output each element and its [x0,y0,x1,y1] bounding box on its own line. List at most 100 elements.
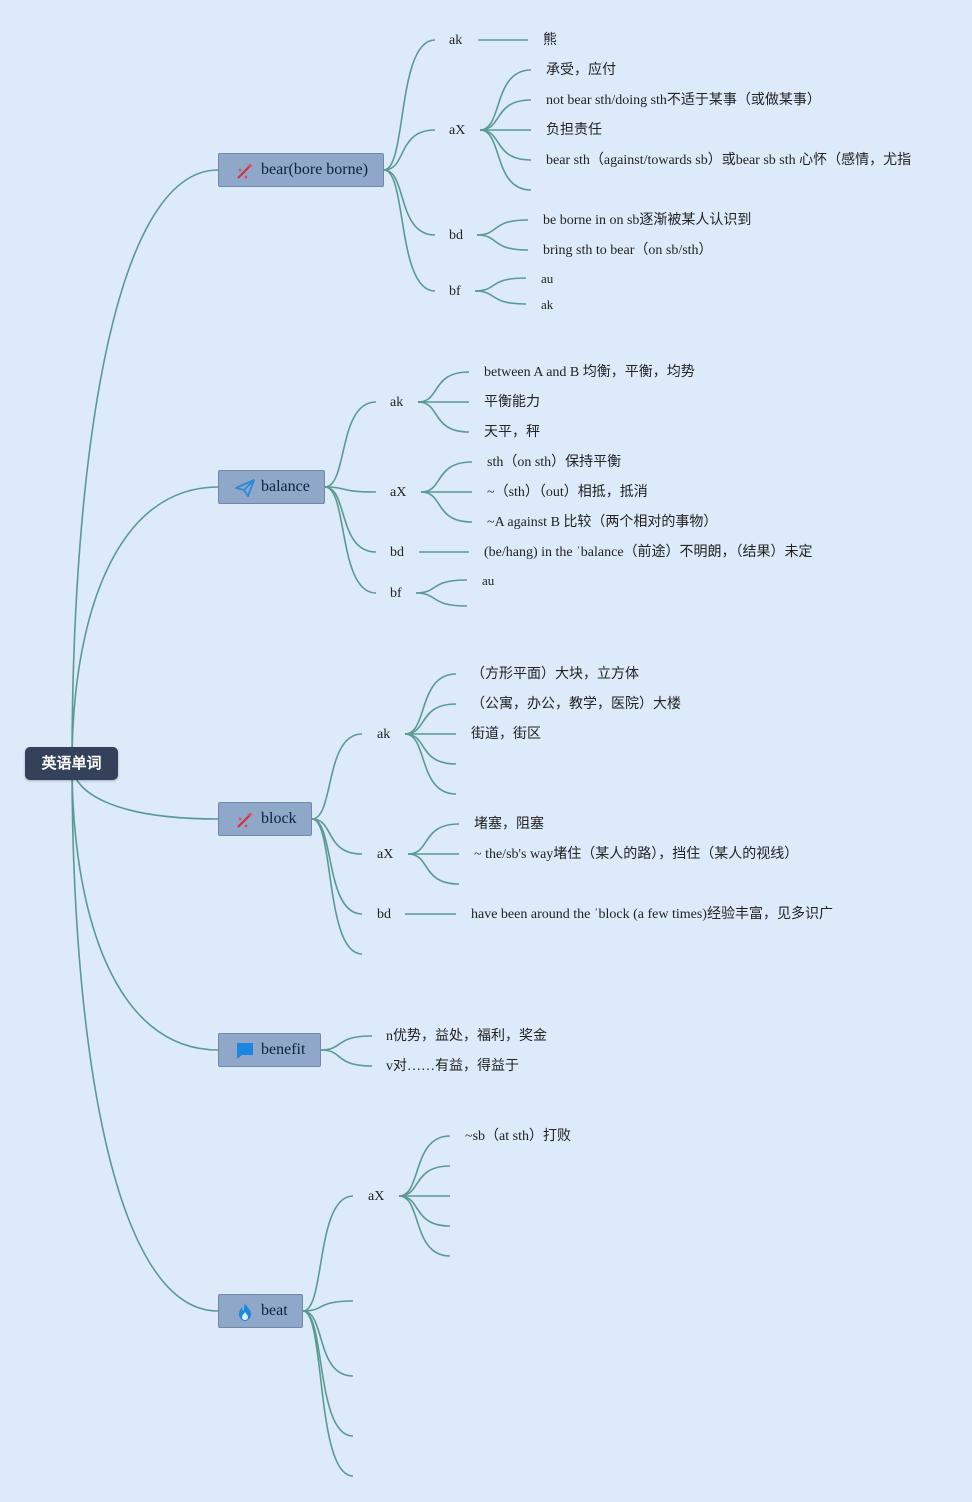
leaf-connector [404,733,457,765]
leaf-connector [417,401,470,433]
word-connector [324,486,377,493]
word-node-balance[interactable]: balance [218,470,325,504]
leaf-text[interactable]: au [482,573,495,588]
leaf-text[interactable]: ~ the/sb's way堵住（某人的路），挡住（某人的视线） [474,847,799,862]
group-label-bd[interactable]: bd [449,228,463,243]
magic-wand-icon [237,163,253,179]
group-label-bd[interactable]: bd [377,907,391,922]
word-connector [320,1049,373,1067]
leaf-connector [479,99,532,131]
group-label-ax[interactable]: aX [368,1189,385,1204]
leaf-text[interactable]: have been around the ˈblock (a few times… [471,907,833,922]
leaf-text[interactable]: 街道，街区 [471,727,541,742]
leaf-connector [407,853,460,885]
leaf-connector [415,592,468,607]
leaf-text[interactable]: 天平，秤 [484,425,540,440]
word-node-beat[interactable]: beat [218,1294,303,1328]
leaf-text[interactable]: between A and B 均衡，平衡，均势 [484,365,695,380]
leaf-text[interactable]: sth（on sth）保持平衡 [487,455,622,470]
leaf-connector [415,579,468,594]
flame-icon [239,1303,251,1321]
leaf-connector [474,290,527,305]
leaf-connector [420,491,473,523]
leaf-text[interactable]: not bear sth/doing sth不适于某事（或做某事） [546,93,821,108]
leaf-connector [398,1135,451,1197]
group-label-bf[interactable]: bf [390,586,402,601]
group-label-bd[interactable]: bd [390,545,404,560]
word-node-benefit[interactable]: benefit [218,1033,321,1067]
word-connector [383,129,436,171]
word-connector [311,733,363,820]
leaf-text[interactable]: bear sth（against/towards sb）或bear sb sth… [546,153,912,168]
word-label: bear(bore borne) [261,161,369,178]
leaf-text[interactable]: 平衡能力 [484,395,540,410]
root-node[interactable]: 英语单词 [25,747,118,780]
leaf-connector [404,673,457,735]
leaf-text[interactable]: 负担责任 [546,123,602,138]
leaf-connector [407,823,460,855]
root-connector [71,763,219,1312]
word-connector [302,1300,354,1312]
word-connector [302,1310,354,1437]
leaf-text[interactable]: v对……有益，得益于 [386,1059,519,1074]
leaf-text[interactable]: （公寓，办公，教学，医院）大楼 [471,697,681,712]
root-connector [71,169,219,765]
leaf-text[interactable]: au [541,271,554,286]
word-connector [302,1310,354,1377]
paper-plane-icon [235,479,255,497]
leaf-connector [404,703,457,735]
word-label: benefit [261,1041,306,1058]
word-connector [320,1035,373,1051]
leaf-text[interactable]: ~（sth）（out）相抵，抵消 [487,485,648,500]
leaf-text[interactable]: be borne in on sb逐渐被某人认识到 [543,213,752,228]
group-label-ax[interactable]: aX [390,485,407,500]
leaf-text[interactable]: bring sth to bear（on sb/sth） [543,243,713,258]
leaf-connector [479,129,532,161]
leaf-connector [476,234,529,251]
word-label: block [261,810,297,827]
leaf-text[interactable]: ~sb（at sth）打败 [465,1129,571,1144]
group-label-ak[interactable]: ak [377,727,391,742]
word-connector [324,486,377,594]
word-connector [324,486,377,553]
connector-lines [71,39,532,1477]
leaf-connector [398,1165,451,1197]
word-connector [311,818,363,955]
group-label-bf[interactable]: bf [449,284,461,299]
leaf-connector [404,733,457,795]
group-label-ax[interactable]: aX [449,123,466,138]
word-node-bear[interactable]: bear(bore borne) [218,153,384,187]
word-node-block[interactable]: block [218,802,312,836]
leaf-connector [398,1195,451,1257]
leaf-connector [420,461,473,493]
leaf-connector [417,371,470,403]
leaf-text[interactable]: 熊 [543,33,557,48]
leaf-connector [479,129,532,191]
group-label-ak[interactable]: ak [449,33,463,48]
leaf-text[interactable]: ~A against B 比较（两个相对的事物） [487,515,718,530]
leaf-text[interactable]: 堵塞，阻塞 [474,817,544,832]
group-label-ax[interactable]: aX [377,847,394,862]
flag-icon [237,1043,253,1059]
word-connector [383,169,436,236]
word-label: beat [261,1302,288,1319]
leaf-text[interactable]: 承受，应付 [546,63,616,78]
group-label-ak[interactable]: ak [390,395,404,410]
word-label: balance [261,478,310,495]
leaf-text[interactable]: （方形平面）大块，立方体 [471,667,639,682]
word-connector [324,401,377,488]
leaf-text[interactable]: n优势，益处，福利，奖金 [386,1029,547,1044]
leaf-connector [479,69,532,131]
root-connector [71,763,219,1051]
word-connector [311,818,363,915]
word-connector [302,1310,354,1477]
word-connector [311,818,363,855]
root-connector [71,486,219,765]
leaf-connector [474,277,527,292]
leaf-text[interactable]: (be/hang) in the ˈbalance（前途）不明朗，（结果）未定 [484,545,813,560]
word-connector [383,39,436,171]
leaf-connector [476,219,529,236]
leaf-connector [398,1195,451,1227]
leaf-text[interactable]: ak [541,297,554,312]
